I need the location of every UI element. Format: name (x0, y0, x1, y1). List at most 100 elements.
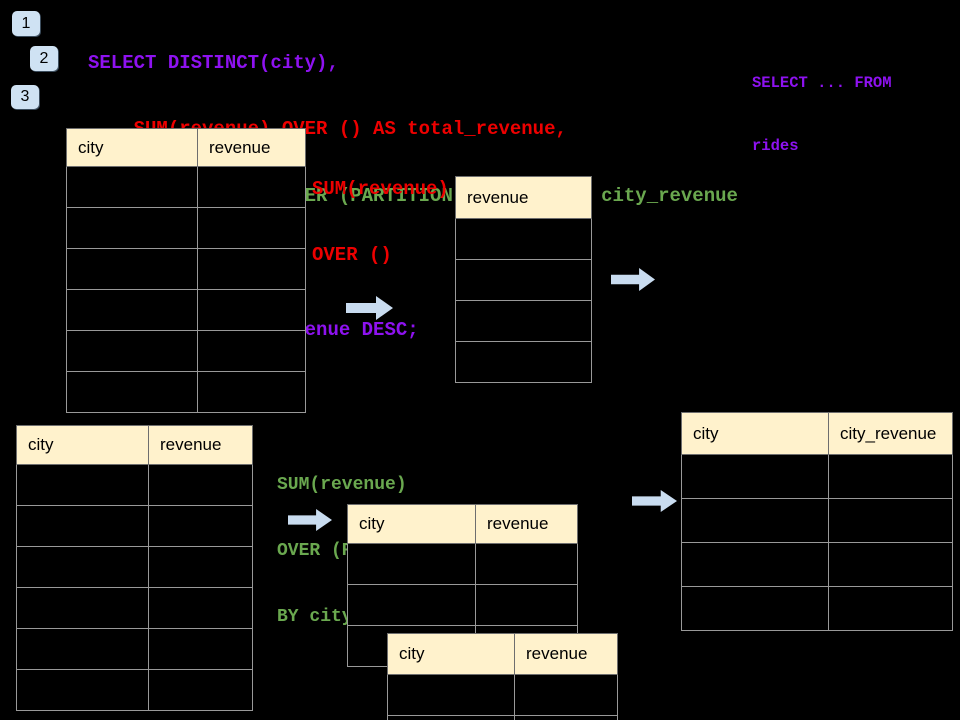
annotation-total-line-2: OVER () (312, 244, 392, 266)
column-header-city: city (387, 633, 515, 675)
step-badge-1: 1 (12, 11, 40, 36)
side-sql-line-1: SELECT ... FROM (752, 74, 892, 92)
empty-cell (16, 628, 149, 670)
empty-cell (148, 546, 253, 588)
empty-cell (148, 464, 253, 506)
annotation-total-line-1: SUM(revenue) (312, 178, 449, 200)
table-row (16, 628, 253, 670)
empty-cell (828, 498, 953, 543)
header-row: city city_revenue (681, 412, 953, 455)
header-row: city revenue (66, 128, 306, 167)
empty-cell (455, 259, 592, 301)
table-row (16, 464, 253, 506)
table-row (387, 715, 618, 720)
table-row (455, 300, 592, 342)
column-header-city: city (66, 128, 198, 167)
side-sql-line-2: rides (752, 137, 799, 155)
table-row (66, 289, 306, 331)
empty-cell (197, 248, 306, 290)
empty-cell (16, 669, 149, 711)
empty-cell (66, 289, 198, 331)
table-row (681, 498, 953, 543)
empty-cell (66, 330, 198, 372)
header-row: city revenue (387, 633, 618, 675)
empty-cell (16, 464, 149, 506)
empty-cell (148, 505, 253, 547)
empty-cell (148, 669, 253, 711)
flow-arrow-icon-1 (346, 296, 393, 320)
annotation-sum-over-total: SUM(revenue) OVER () (312, 134, 449, 310)
partition-step-table-overlay: city revenue (387, 633, 618, 720)
table-row (66, 248, 306, 290)
empty-cell (828, 454, 953, 499)
empty-cell (681, 542, 829, 587)
empty-cell (475, 584, 578, 626)
header-row: revenue (455, 176, 592, 219)
empty-cell (16, 546, 149, 588)
step-badge-3: 3 (11, 85, 39, 109)
table-row (681, 454, 953, 499)
step-badge-2: 2 (30, 46, 58, 71)
table-row (16, 669, 253, 711)
table-row (16, 546, 253, 588)
table-row (347, 543, 578, 585)
empty-cell (66, 166, 198, 208)
empty-cell (66, 207, 198, 249)
column-header-city-revenue: city_revenue (828, 412, 953, 455)
column-header-revenue: revenue (455, 176, 592, 219)
table-row (455, 259, 592, 301)
table-row (455, 341, 592, 383)
column-header-revenue: revenue (475, 504, 578, 544)
sql-line-1: SELECT DISTINCT(city), (88, 51, 339, 74)
table-row (66, 207, 306, 249)
empty-cell (66, 371, 198, 413)
empty-cell (387, 674, 515, 716)
header-row: city revenue (347, 504, 578, 544)
empty-cell (148, 587, 253, 629)
empty-cell (347, 584, 476, 626)
side-sql-snippet: SELECT ... FROM rides (752, 31, 892, 199)
table-row (16, 505, 253, 547)
column-header-revenue: revenue (148, 425, 253, 465)
empty-cell (455, 341, 592, 383)
empty-cell (197, 289, 306, 331)
rides-source-table-bottom: city revenue (16, 425, 253, 711)
empty-cell (514, 715, 618, 720)
column-header-revenue: revenue (197, 128, 306, 167)
empty-cell (387, 715, 515, 720)
table-row (387, 674, 618, 716)
empty-cell (197, 371, 306, 413)
empty-cell (16, 505, 149, 547)
total-revenue-result-table: revenue (455, 176, 592, 383)
column-header-city: city (347, 504, 476, 544)
column-header-revenue: revenue (514, 633, 618, 675)
city-revenue-result-table: city city_revenue (681, 412, 953, 631)
empty-cell (197, 207, 306, 249)
table-row (347, 584, 578, 626)
empty-cell (475, 543, 578, 585)
table-row (66, 330, 306, 372)
empty-cell (681, 454, 829, 499)
empty-cell (514, 674, 618, 716)
empty-cell (828, 542, 953, 587)
empty-cell (347, 543, 476, 585)
column-header-city: city (681, 412, 829, 455)
empty-cell (828, 586, 953, 631)
empty-cell (16, 587, 149, 629)
table-row (455, 218, 592, 260)
column-header-city: city (16, 425, 149, 465)
empty-cell (681, 586, 829, 631)
rides-source-table-top: city revenue (66, 128, 306, 413)
empty-cell (197, 166, 306, 208)
empty-cell (148, 628, 253, 670)
flow-arrow-icon-4 (632, 490, 677, 512)
annotation-partition-line-1: SUM(revenue) (277, 475, 407, 495)
table-row (66, 166, 306, 208)
empty-cell (681, 498, 829, 543)
table-row (16, 587, 253, 629)
empty-cell (197, 330, 306, 372)
flow-arrow-icon-2 (611, 268, 655, 291)
flow-arrow-icon-3 (288, 509, 332, 531)
table-row (66, 371, 306, 413)
